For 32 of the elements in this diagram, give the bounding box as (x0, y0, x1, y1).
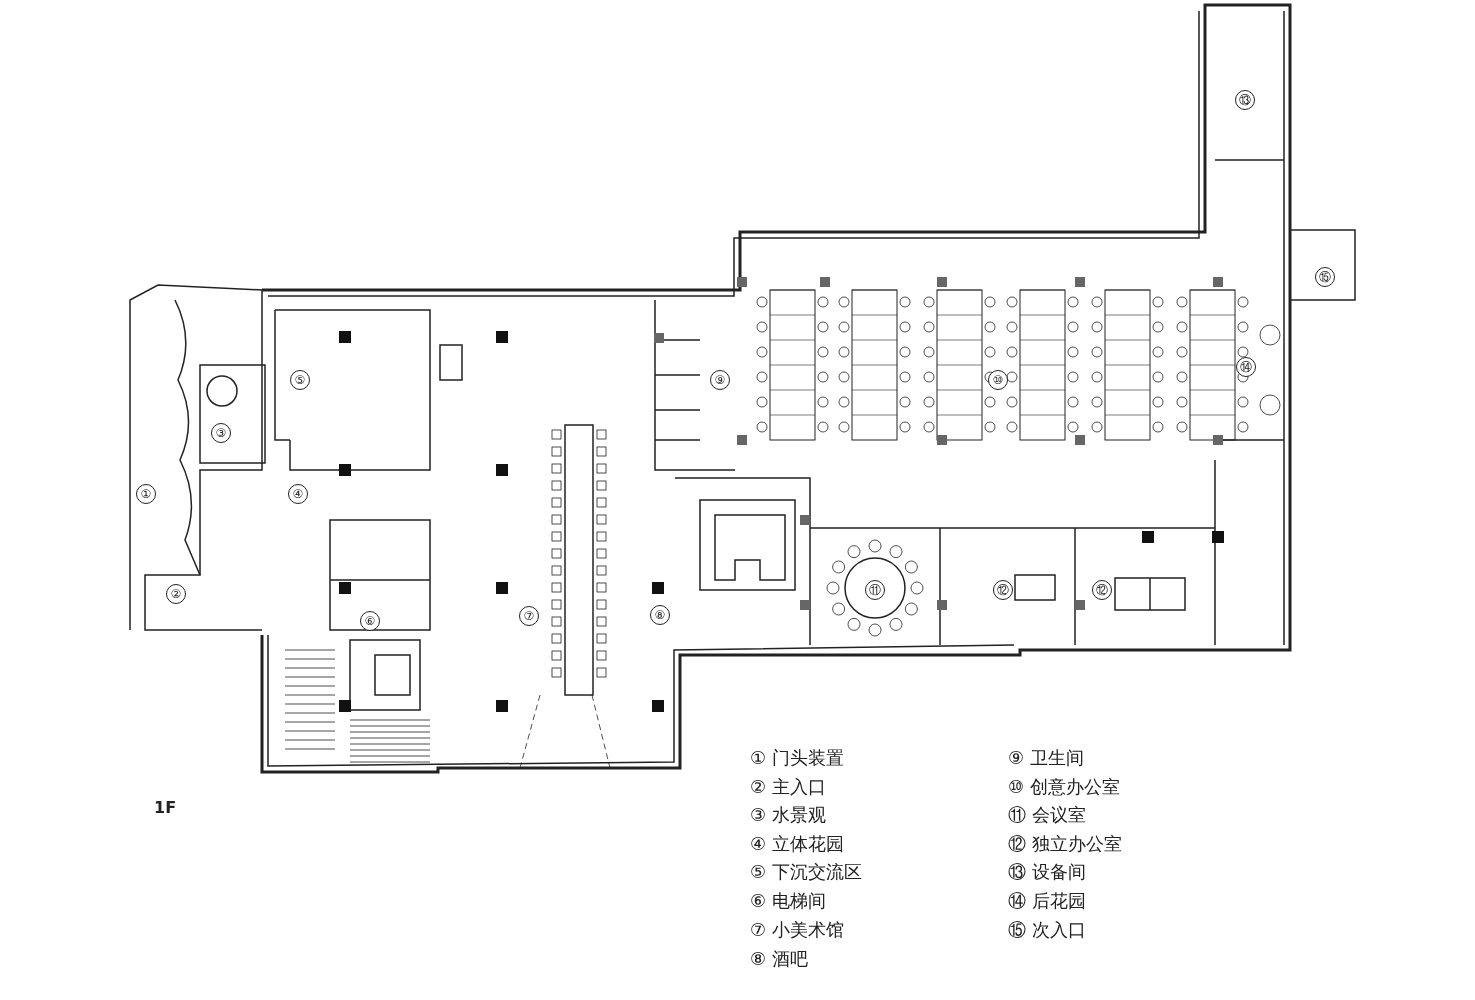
callout-number: ⑪ (865, 580, 885, 600)
key-entry: ⑬ 设备间 (1008, 860, 1086, 884)
key-entry: ⑮ 次入口 (1008, 918, 1086, 942)
callout-number: ② (166, 584, 186, 604)
callout-number: ⑨ (710, 370, 730, 390)
callout-number: ⑬ (1235, 90, 1255, 110)
key-entry: ⑦ 小美术馆 (750, 918, 844, 942)
callout-number: ⑩ (988, 370, 1008, 390)
key-entry: ⑥ 电梯间 (750, 889, 826, 913)
callout-number: ④ (288, 484, 308, 504)
key-entry: ⑪ 会议室 (1008, 803, 1086, 827)
key-entry: ⑨ 卫生间 (1008, 746, 1084, 770)
callout-number: ③ (211, 423, 231, 443)
key-entry: ④ 立体花园 (750, 832, 844, 856)
callout-number: ⑫ (993, 580, 1013, 600)
floor-label: 1F (154, 798, 177, 817)
callout-number: ⑥ (360, 611, 380, 631)
callout-number: ⑭ (1236, 357, 1256, 377)
key-entry: ⑧ 酒吧 (750, 947, 808, 971)
key-entry: ② 主入口 (750, 775, 826, 799)
callout-number: ⑤ (290, 370, 310, 390)
callout-number: ⑦ (519, 606, 539, 626)
key-entry: ⑭ 后花园 (1008, 889, 1086, 913)
callout-number: ① (136, 484, 156, 504)
key-entry: ⑤ 下沉交流区 (750, 860, 862, 884)
key-entry: ⑩ 创意办公室 (1008, 775, 1120, 799)
key-entry: ③ 水景观 (750, 803, 826, 827)
key-entry: ⑫ 独立办公室 (1008, 832, 1122, 856)
callout-number: ⑧ (650, 605, 670, 625)
callout-number: ⑫ (1092, 580, 1112, 600)
callout-number: ⑮ (1315, 267, 1335, 287)
key-entry: ① 门头装置 (750, 746, 844, 770)
